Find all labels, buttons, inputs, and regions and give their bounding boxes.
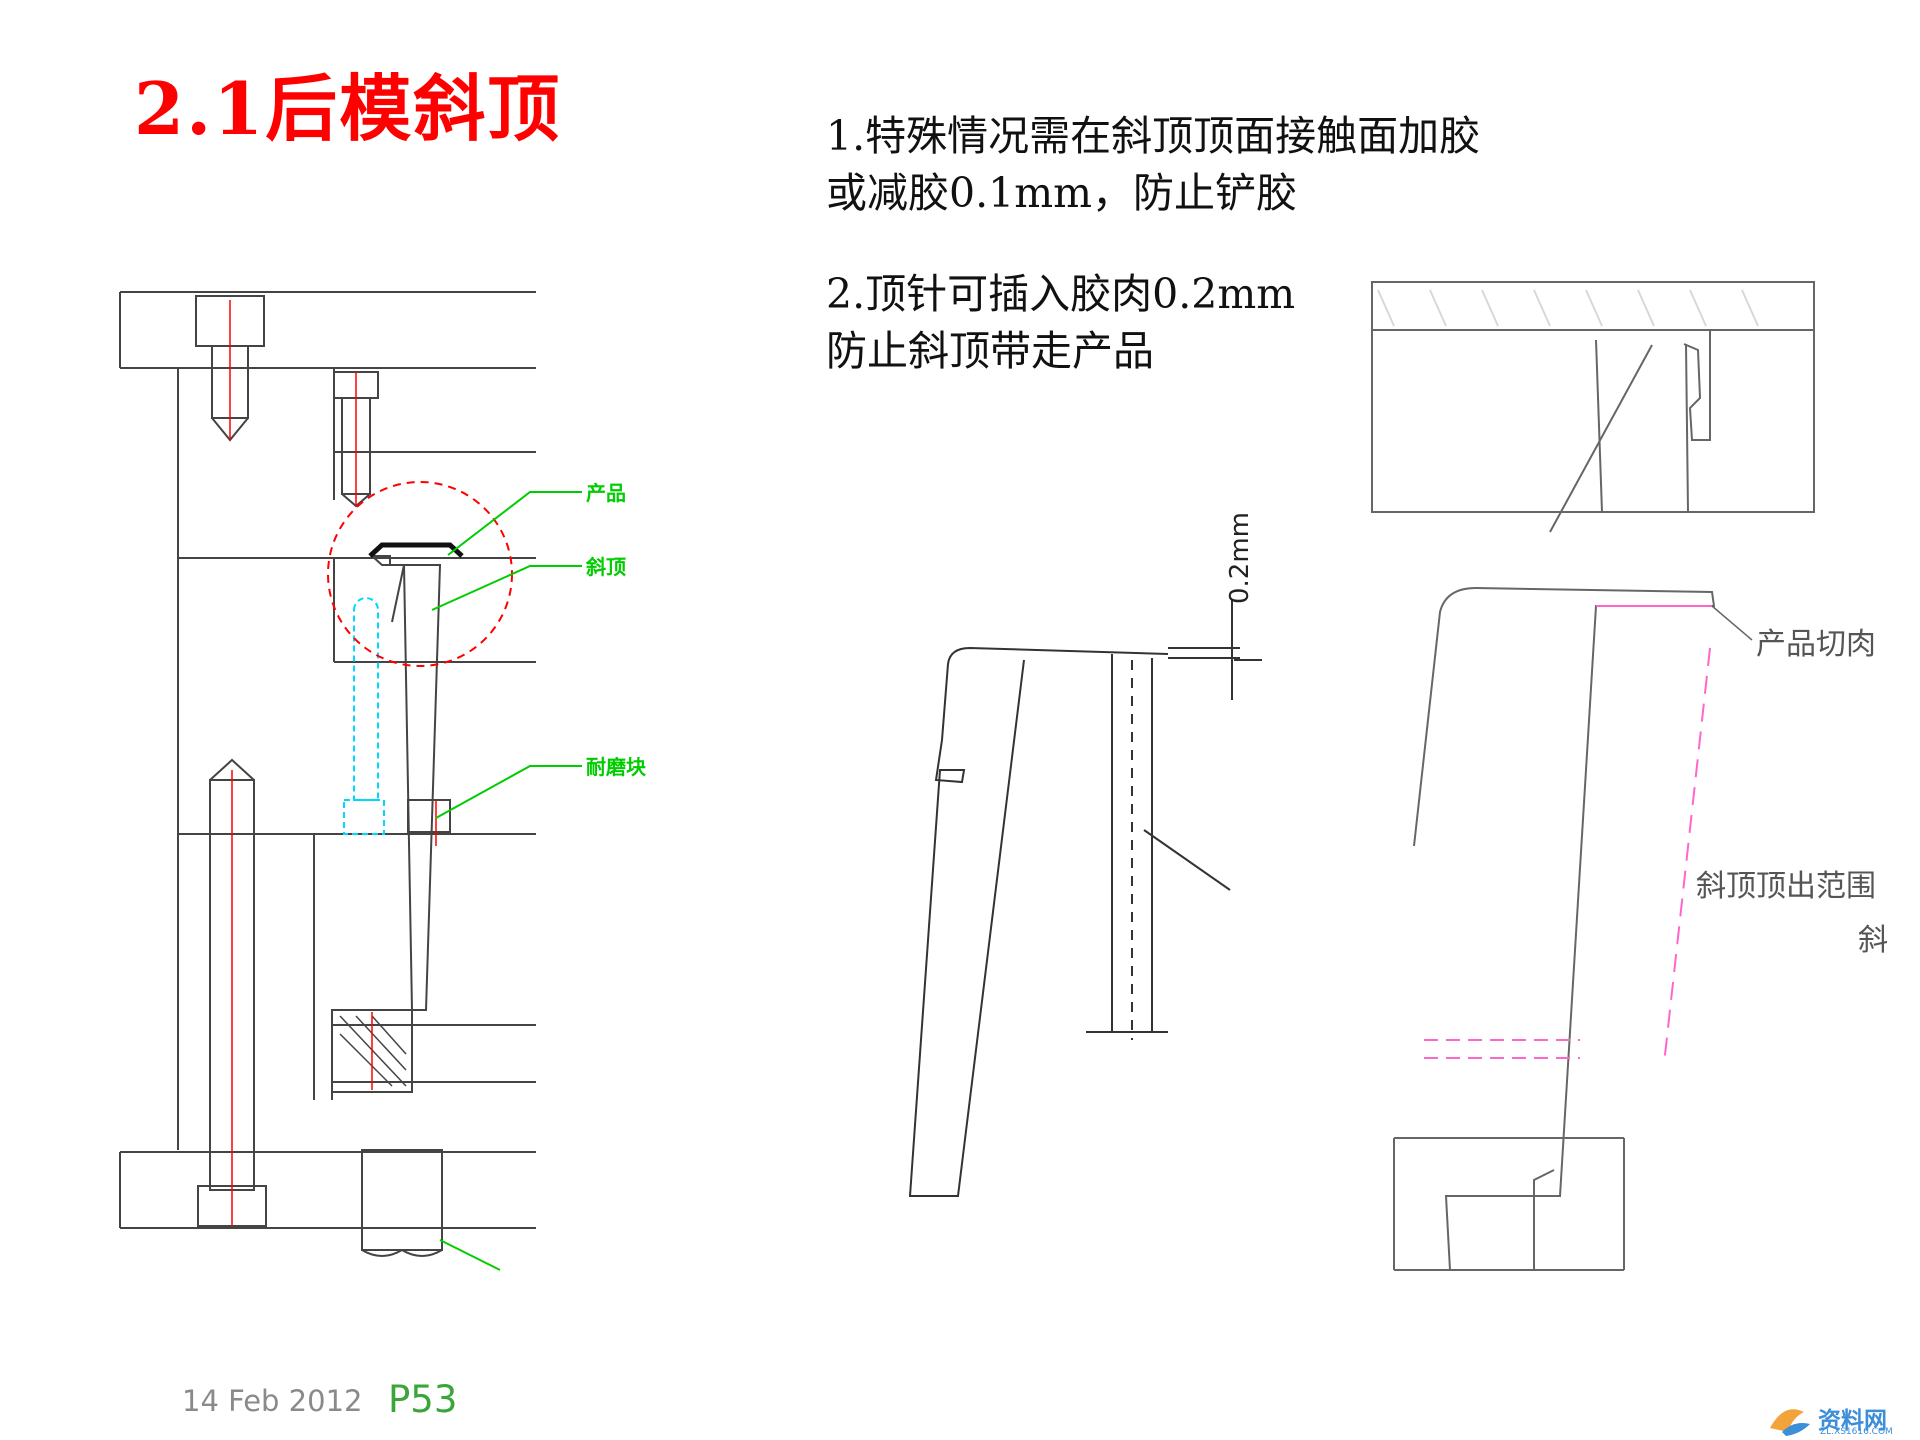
lifter-travel-drawing: 产品切肉 斜顶顶出范围 斜 — [1371, 281, 1888, 1271]
label-product: 产品 — [586, 481, 626, 505]
footer-page-number: P53 — [388, 1378, 458, 1421]
note-1: 1.特殊情况需在斜顶顶面接触面加胶 或减胶0.1mm，防止铲胶 — [826, 108, 1480, 222]
label-lifter: 斜顶 — [585, 555, 626, 579]
slide-title: 2.1后模斜顶 — [134, 66, 562, 151]
note-2-line-1: 2.顶针可插入胶肉0.2mm — [826, 270, 1296, 318]
note-2-line-2: 防止斜顶带走产品 — [826, 327, 1154, 375]
note-1-line-1: 1.特殊情况需在斜顶顶面接触面加胶 — [826, 112, 1481, 160]
note-1-line-2: 或减胶0.1mm，防止铲胶 — [826, 169, 1297, 217]
label-partial: 斜 — [1858, 923, 1888, 958]
mold-assembly-drawing: 产品 斜顶 耐磨块 — [119, 291, 647, 1271]
dimension-label: 0.2mm — [1225, 512, 1255, 604]
footer-date: 14 Feb 2012 — [182, 1384, 363, 1418]
note-2: 2.顶针可插入胶肉0.2mm 防止斜顶带走产品 — [826, 266, 1295, 380]
label-travel: 斜顶顶出范围 — [1696, 869, 1876, 904]
label-wear-block: 耐磨块 — [586, 755, 647, 779]
label-undercut: 产品切肉 — [1756, 627, 1876, 662]
watermark-url: ZL.XS1616.COM — [1820, 1427, 1893, 1437]
watermark-logo-icon — [1770, 1409, 1810, 1436]
watermark-text: 资料网 — [1818, 1408, 1887, 1434]
ejector-pin-detail-drawing: 0.2mm — [908, 512, 1262, 1197]
